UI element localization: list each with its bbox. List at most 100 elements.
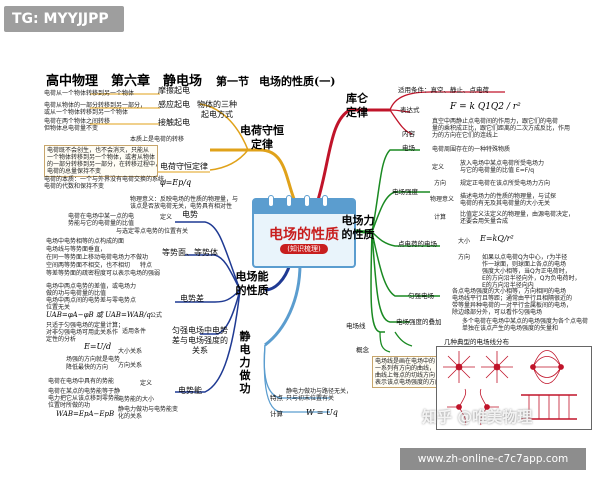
branch-force[interactable]: 电场力的性质	[341, 214, 375, 241]
text-calc-d1: 比值定义法定义的物理量，由源电荷决定，	[460, 211, 575, 218]
ring-icon	[304, 195, 310, 207]
text-phys-d2: 电荷的有无及其电荷量的大小无关	[460, 200, 551, 207]
label-field-strength: 电场强度	[392, 188, 418, 196]
text-superpos-d2: 单独在该点产生的电场强度的矢量和	[462, 325, 559, 332]
text-contact-desc2: 但物体总电荷量不变	[44, 125, 99, 132]
text-dir-desc: 规定正电荷在该点所受电场力方向	[460, 180, 551, 187]
label-potential-def: 定义	[160, 214, 173, 221]
center-node-header	[254, 200, 354, 214]
header-section: 第一节	[216, 75, 250, 88]
text-diff-d1: 电场中两点电势的差值，或电场力	[46, 283, 137, 290]
text-charge-desc: 电荷的本质：一个与外界没有电荷交换的系统，	[44, 176, 171, 183]
text-dir-d1: 场强的方向就是电势	[66, 356, 121, 363]
branch-line-work	[264, 263, 302, 347]
text-energy-d3: 电力把它从该点移到零势能	[48, 395, 121, 402]
label-strength-def: 定义	[432, 164, 445, 171]
label-equipotential: 等势面、等势体	[162, 248, 218, 257]
text-induction-desc1: 电荷从物体的一部分转移到另一部分，	[44, 102, 147, 109]
label-energy-def: 定义	[140, 380, 153, 387]
text-uniform-d2: 对非匀强电场可用此关系作	[46, 329, 119, 336]
text-uniform-d3: 带等量异种电荷的一对平行金属板间的电场，	[452, 302, 573, 309]
formula-uab: UAB=φA−φB 或 UAB=WAB/q	[46, 311, 151, 319]
text-point-d3: 强度大小相等，当Q为正电荷时，	[482, 268, 571, 275]
text-uniform-d1: 各点电场强度的大小相等，方向相同的电场	[452, 288, 567, 295]
text-uniform-d4: 除边缘部分外，可以看作匀强电场	[452, 309, 543, 316]
text-energy-d1: 电荷在电场中具有的势能	[48, 378, 115, 385]
label-direction: 方向	[458, 254, 471, 261]
text-potential-ref: 与选定零点电势的位置有关	[116, 228, 189, 235]
text-energy-relation: 静电力做功与电势能变化的关系	[118, 406, 179, 420]
header-title: 高中物理 第六章 静电场	[46, 74, 203, 89]
ring-icon	[322, 195, 328, 207]
label-calc: 计算	[434, 214, 447, 221]
label-uniform-field: 匀强电场	[408, 292, 434, 300]
text-content-d1: 真空中两静止点电荷间的作用力，跟它们的电荷	[432, 118, 559, 125]
text-equip-d5: 等差等势面的疏密程度可以表示电场的强弱	[46, 270, 161, 277]
text-essence: 本质上是电荷的转移	[130, 136, 185, 143]
text-dir-d2: 降低最快的方向	[66, 364, 109, 371]
text-point-d4: E的方向沿半径向外，Q为负电荷时，	[482, 275, 581, 282]
text-point-d1: 如果以点电荷Q为中心，r为半径	[482, 254, 568, 261]
text-energy-d2: 电荷在某点的电势能等于静	[48, 388, 121, 395]
label-content: 内容	[402, 130, 415, 138]
label-expression: 表达式	[400, 106, 420, 114]
text-contact-desc1: 电荷在两个物体之间转移	[44, 118, 111, 125]
text-def-d1: 放入电场中某点电荷所受电场力	[460, 160, 545, 167]
formula-wab: WAB=EpA−EpB	[56, 410, 115, 418]
text-coulomb-applicable: 适用条件：真空、静止、点电荷	[398, 86, 489, 94]
formula-point: E=kQ/r²	[480, 234, 514, 243]
branch-line-coulomb	[316, 108, 390, 201]
text-energy-d4: 位置时所做的功	[48, 402, 91, 409]
center-subtitle: (知识梳理)	[280, 244, 328, 254]
text-superpos-d1: 多个电荷在电场中某点的电场强度为各个点电荷	[462, 318, 589, 325]
field-lines-icon	[443, 350, 577, 426]
footer-url[interactable]: www.zh-online-c7c7app.com	[400, 448, 586, 470]
text-point-d2: 作一球面，则球面上各点的电场	[482, 261, 567, 268]
text-work-feature2: 只与初末位置有关	[286, 395, 335, 402]
text-content-d3: 力的方向在它们的连线上	[432, 132, 499, 139]
text-charge-desc2: 电荷的代数和保持不变	[44, 183, 105, 190]
label-field-lines: 电场线	[346, 322, 366, 330]
label-magnitude: 大小	[458, 238, 471, 245]
branch-energy[interactable]: 电场能的性质	[235, 270, 269, 297]
label-strength-dir: 方向	[434, 180, 447, 187]
label-lines-types: 几种典型的电场线分布	[444, 338, 509, 346]
text-potential-desc1: 电荷在电场中某一点的电	[68, 213, 135, 220]
label-potential-energy: 电势能	[178, 386, 202, 395]
center-node[interactable]: 电场的性质 (知识梳理)	[252, 195, 356, 268]
text-uniform-d1: 只适于匀强电场的定量计算；	[46, 322, 125, 329]
text-diff-d4: 位置无关	[46, 304, 71, 311]
label-energy-size: 电势能的大小	[118, 396, 155, 403]
text-point-d5: E的方向沿半径向内	[482, 282, 534, 289]
label-equip-feature: 特点	[140, 262, 153, 269]
text-uniform-d2: 电场线平行且等距；通常由平行且相隔很近的	[452, 295, 573, 302]
label-concept: 概念	[356, 346, 369, 354]
text-equip-d1: 电场中电势相等的点构成的面	[46, 238, 125, 245]
concept-box: 电场线是画在电场中的 一系列有方向的曲线， 曲线上每点的切线方向 表示该点电场强…	[372, 356, 441, 388]
text-work-feature1: 静电力做功与路径无关，	[286, 388, 353, 395]
text-diff-d3: 电场中两点间的电势差与零电势点	[46, 297, 137, 304]
text-potential-meaning2: 该点是否放电荷无关，电势具有相对性	[130, 203, 233, 210]
text-potential-meaning1: 物理意义：反映电场的性质的物理量，与	[130, 196, 239, 203]
text-uniform-d3: 定性的分析	[46, 336, 77, 343]
page-header: 高中物理 第六章 静电场第一节电场的性质(一)	[46, 70, 335, 89]
law-desc-box: 电荷既不会创生，也不会消灭，只能从 一个物体转移到另一个物体，或者从物体 的一部…	[44, 145, 161, 177]
text-phys-d1: 描述电场力的性质的物理量，与试探	[460, 193, 557, 200]
center-title: 电场的性质	[269, 227, 339, 243]
watermark: 知乎 @唯美物理	[422, 408, 533, 426]
label-work-calc: 计算	[270, 410, 283, 418]
label-apply: 适用条件	[122, 328, 147, 335]
branch-work[interactable]: 静电力做功	[239, 330, 251, 395]
text-field-desc: 电荷周围存在的一种特殊物质	[432, 146, 511, 153]
formula-phi: φ=Ep/q	[160, 178, 192, 187]
ring-icon	[268, 195, 274, 207]
text-content-d2: 量的乘积成正比，跟它们距离的二次方成反比，作用	[432, 125, 571, 132]
label-potential: 电势	[182, 210, 198, 219]
label-dir-relation: 方向关系	[118, 362, 143, 369]
text-induction-desc2: 或从一个物体转移到另一个物体	[44, 109, 129, 116]
branch-coulomb[interactable]: 库仑定律	[346, 92, 368, 119]
label-potential-diff: 电势差	[180, 294, 204, 303]
label-induction: 感应起电	[158, 100, 190, 109]
text-def-d2: 与它的电荷量的比值 E=F/q	[460, 167, 535, 174]
branch-conservation[interactable]: 电荷守恒定律	[240, 124, 284, 151]
